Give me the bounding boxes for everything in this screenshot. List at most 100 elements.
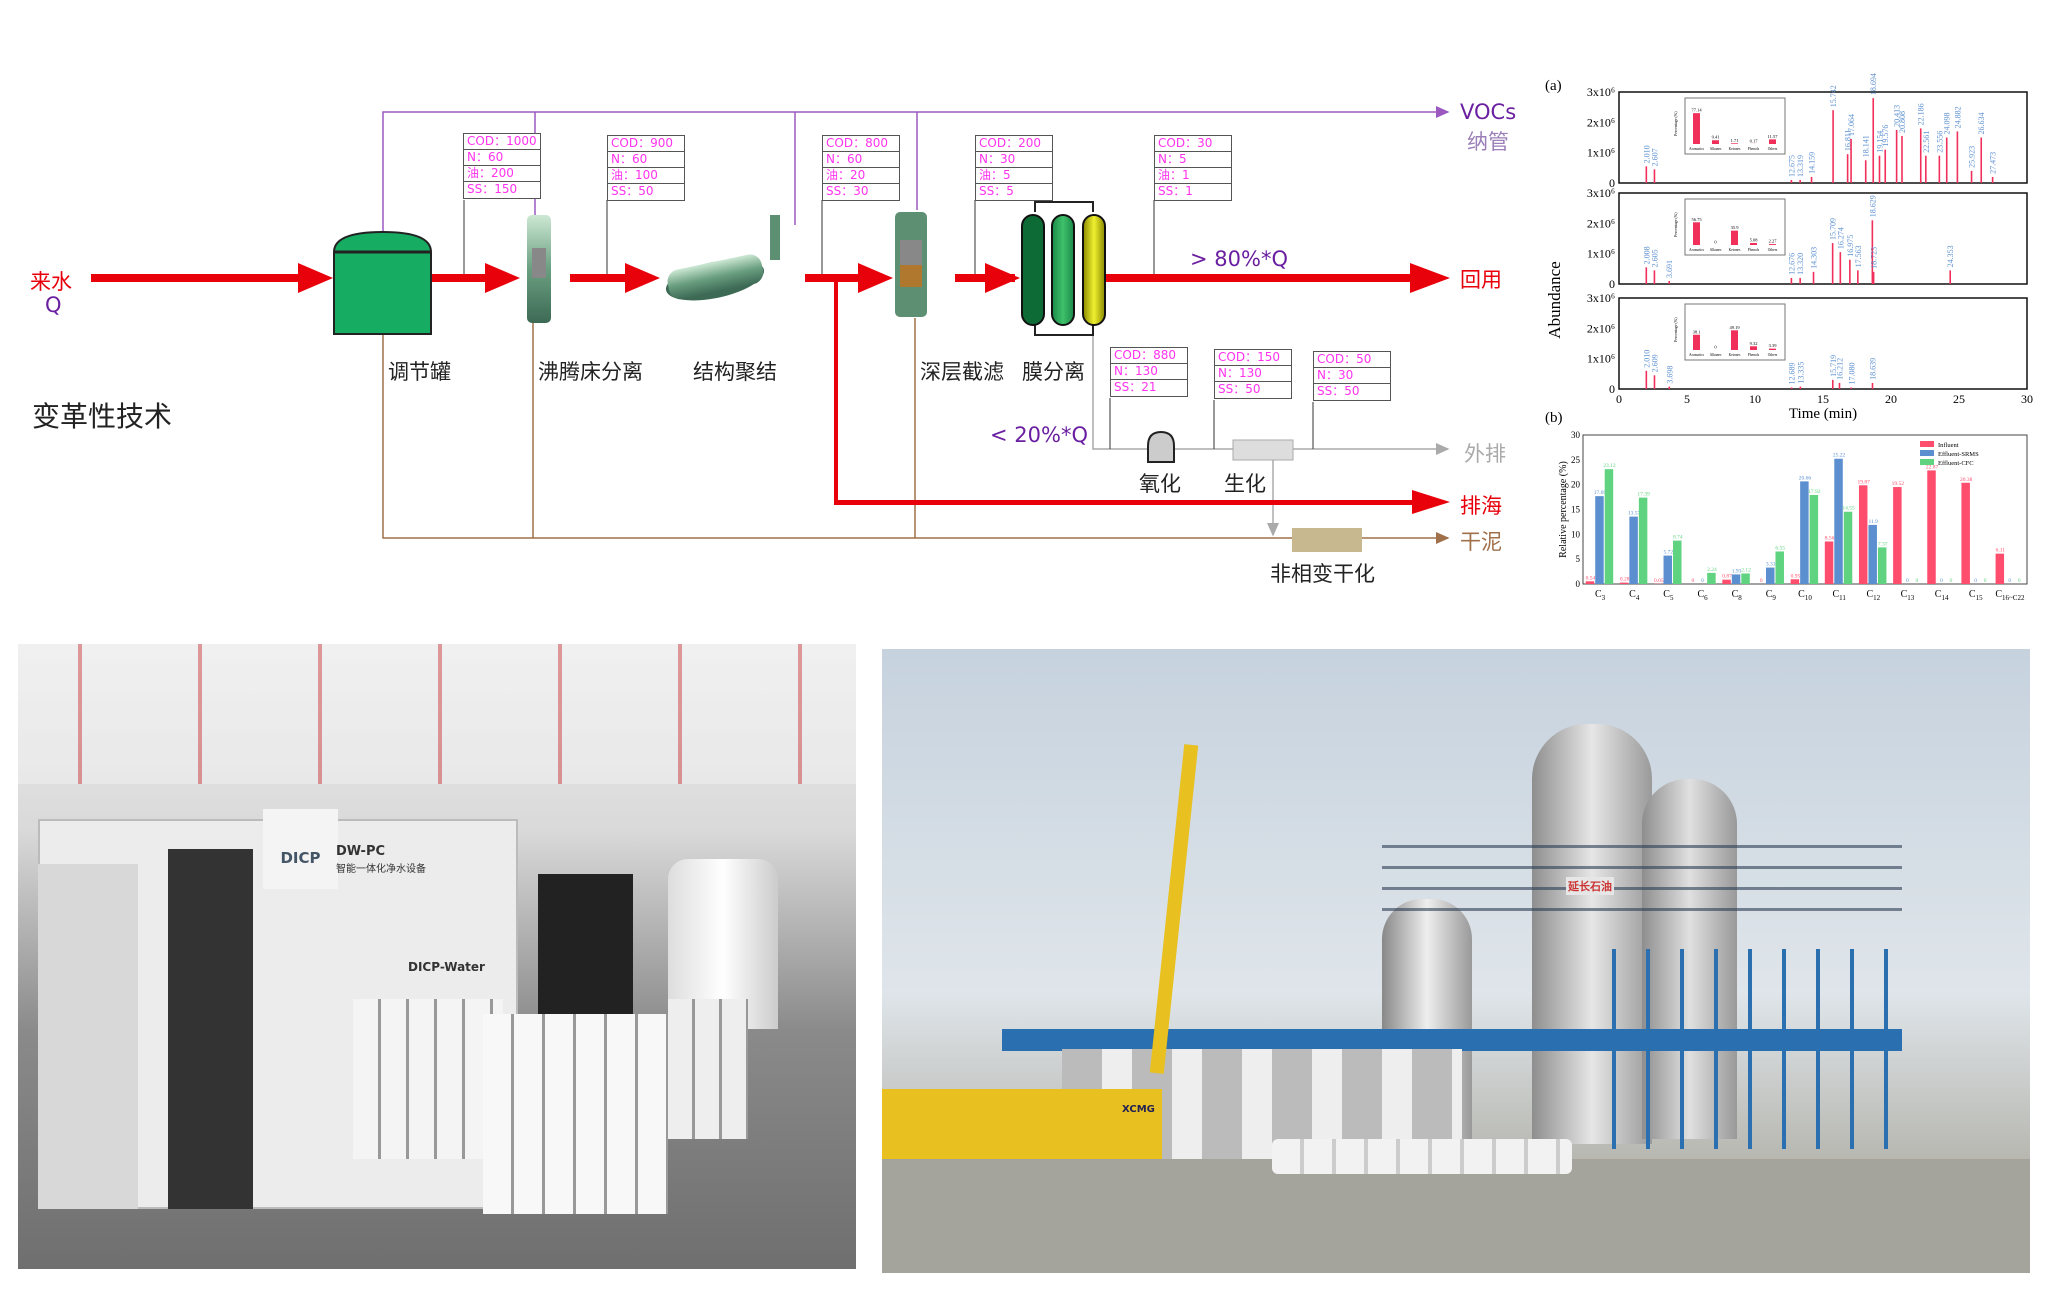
ground [882, 1159, 2030, 1273]
bar [1790, 579, 1800, 584]
x-tick-label: C8 [1732, 589, 1743, 602]
y-tick-label: 1x10⁶ [1587, 352, 1615, 366]
bar-value: 0 [1760, 578, 1763, 584]
legend-label: Influent [1938, 442, 1959, 449]
peak-label: 19.154 [1875, 131, 1884, 153]
crane-truck [882, 1089, 1162, 1159]
plot-frame [1618, 91, 2028, 184]
peak-label: 2.605 [1650, 249, 1659, 267]
inset-bar-value: 1.71 [1731, 138, 1739, 143]
equalization-tank-icon [333, 230, 432, 335]
output-sea: 排海 [1460, 494, 1502, 518]
bar-value: 20.38 [1960, 477, 1973, 483]
bar-value: 19.87 [1858, 479, 1871, 485]
inset-bar-value: 2.27 [1769, 239, 1778, 244]
bar [1707, 572, 1716, 584]
bar-value: 2.24 [1707, 567, 1717, 573]
x-tick-label: 10 [1749, 392, 1761, 406]
diagram-title: 变革性技术 [32, 400, 173, 433]
bar-value: 0 [1984, 578, 1987, 584]
peak-label: 16.811 [1844, 129, 1853, 151]
peak-label: 18.694 [1869, 73, 1878, 95]
y-tick-label: 30 [1571, 430, 1581, 440]
ebullated-bed-separator-icon [527, 215, 551, 323]
panel-label: (b) [1545, 410, 1563, 426]
legend-label: Effluent-SRMS [1938, 451, 1979, 458]
x-tick-label: 20 [1885, 392, 1897, 406]
peak-label: 27.473 [1989, 152, 1998, 174]
y-tick-label: 0 [1576, 579, 1581, 589]
bar-value: 17.92 [1808, 489, 1821, 495]
bar-value: 19.52 [1892, 481, 1905, 487]
bar [1893, 487, 1902, 584]
y-tick-label: 2x10⁶ [1587, 115, 1615, 129]
bar-value: 23.12 [1603, 463, 1616, 469]
peak-label: 12.675 [1787, 155, 1796, 177]
model-subtitle: 智能一体化净水设备 [336, 864, 426, 875]
inset-bar-value: 0 [1714, 345, 1717, 350]
bar [1619, 582, 1629, 584]
unit-label: 氧化 [1139, 472, 1181, 496]
bar-value: 0 [1915, 578, 1918, 584]
inset-category: Phenols [1748, 353, 1760, 357]
peak-label: 12.676 [1787, 253, 1796, 275]
bar [1834, 458, 1843, 584]
x-tick-subscript: 3 [1602, 594, 1606, 602]
steel-structure [1382, 829, 1902, 929]
inset-bar [1750, 346, 1757, 350]
output-vocs-sub: 纳管 [1467, 130, 1509, 154]
y-tick-label: 3x10⁶ [1587, 186, 1615, 200]
y-axis-label: Relative percentage (%) [1558, 461, 1569, 558]
inset-bar [1769, 244, 1776, 245]
peak-label: 16.274 [1836, 227, 1845, 249]
bar [1775, 551, 1784, 584]
peak-label: 18.629 [1868, 195, 1877, 217]
unit-label: 生化 [1224, 472, 1266, 496]
x-tick-subscript: 11 [1839, 594, 1846, 602]
x-tick-label: C5 [1663, 589, 1674, 602]
legend-label: Effluent-CFC [1938, 460, 1974, 467]
bar-value: 20.66 [1799, 475, 1812, 481]
bar-value: 8.74 [1673, 535, 1683, 541]
x-tick-subscript: 14 [1941, 594, 1949, 602]
bar [1961, 482, 1970, 584]
output-vocs: VOCs [1460, 100, 1517, 124]
peak-label: 25.923 [1968, 146, 1977, 168]
y-tick-label: 10 [1571, 529, 1581, 539]
output-reuse: 回用 [1460, 268, 1502, 292]
bar [1809, 494, 1819, 584]
y-tick-label: 25 [1571, 455, 1581, 465]
x-tick-label: C10 [1798, 589, 1812, 602]
x-tick-label: 25 [1953, 392, 1965, 406]
bio-tank-icon [1232, 439, 1294, 461]
inlet-flow: Q [45, 293, 62, 317]
bar-value: 11.9 [1868, 519, 1878, 525]
bar-value: 7.37 [1878, 541, 1888, 547]
peak-label: 18.141 [1862, 135, 1871, 157]
bar [1800, 481, 1809, 584]
inset-bar-value: 49.19 [1729, 325, 1740, 330]
plot-frame [1618, 192, 2028, 285]
x-tick-label: C3 [1595, 589, 1606, 602]
bar-value: 0.05 [1654, 578, 1664, 584]
bar-value: 0.87 [1722, 574, 1732, 580]
crane-boom [1149, 744, 1199, 1074]
inset-bar [1750, 242, 1757, 245]
bar [1858, 485, 1868, 584]
bar [1765, 567, 1775, 584]
legend-swatch [1920, 459, 1934, 465]
peak-label: 19.576 [1881, 125, 1890, 147]
x-tick-label: 15 [1817, 392, 1829, 406]
peak-label: 12.689 [1788, 362, 1797, 384]
peak-label: 22.561 [1922, 131, 1931, 153]
inset-bar [1693, 334, 1700, 350]
bar [1595, 496, 1604, 584]
x-tick-subscript: 15 [1976, 594, 1984, 602]
peak-label: 20.413 [1893, 105, 1902, 127]
inset-category: Phenols [1748, 147, 1760, 151]
peak-label: 15.709 [1829, 218, 1838, 240]
